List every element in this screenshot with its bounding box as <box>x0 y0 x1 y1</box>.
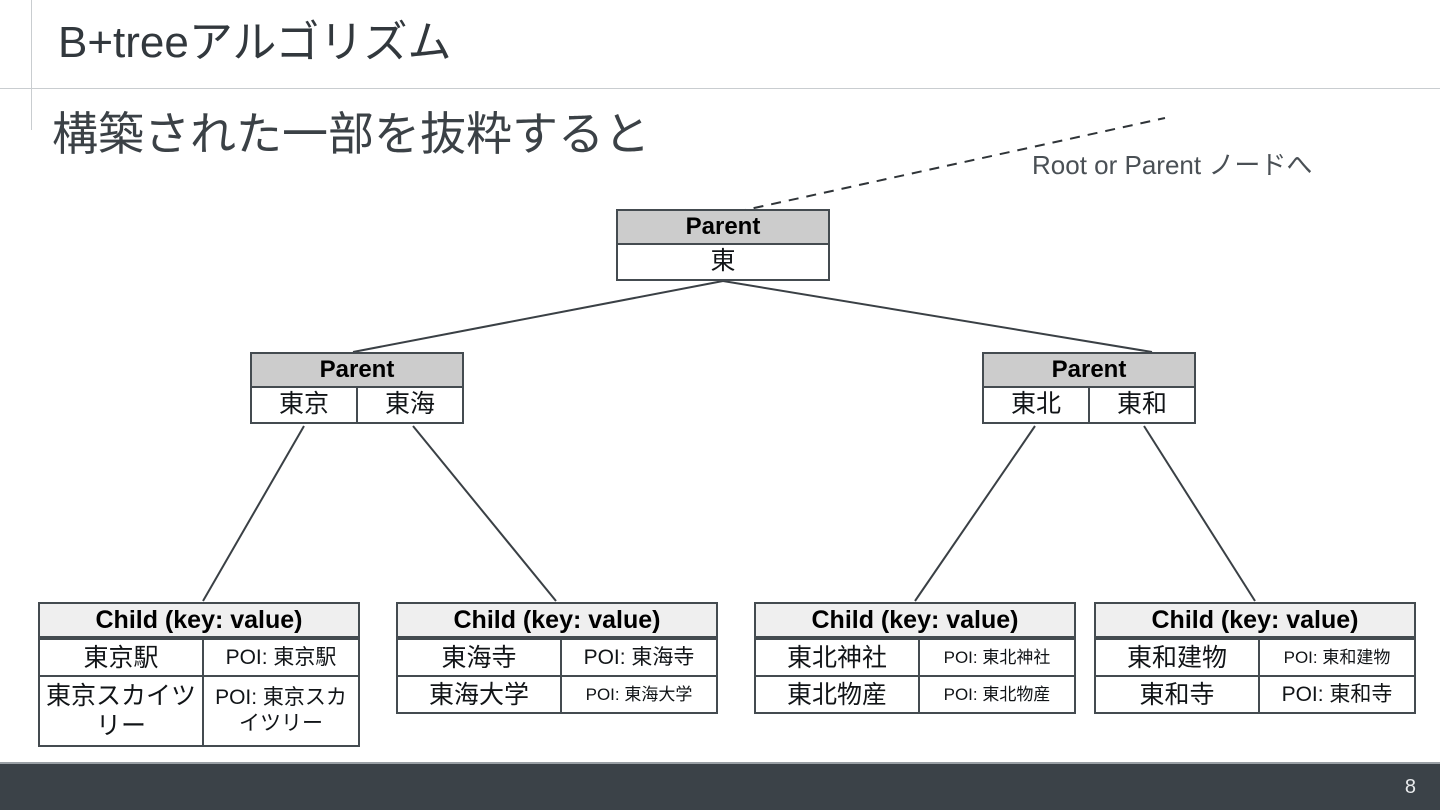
leaf-key-cell[interactable]: 東海大学 <box>428 680 529 709</box>
leaf-row[interactable]: 東京スカイツリー POI: 東京スカイツリー <box>40 675 358 745</box>
header-vertical-rule <box>31 0 32 130</box>
node-header: Child (key: value) <box>398 604 716 638</box>
link-internal1-leaf1 <box>202 425 305 602</box>
node-key-cell[interactable]: 東北 <box>984 388 1088 422</box>
page-subtitle: 構築された一部を抜粋すると <box>52 108 650 160</box>
leaf-row[interactable]: 東和寺 POI: 東和寺 <box>1096 675 1414 712</box>
leaf-key-cell[interactable]: 東和寺 <box>1139 680 1215 709</box>
leaf-row[interactable]: 東北神社 POI: 東北神社 <box>756 638 1074 675</box>
node-key-row: 東北 東和 <box>984 388 1194 422</box>
link-internal2-leaf4 <box>1143 425 1256 602</box>
leaf-row[interactable]: 東海大学 POI: 東海大学 <box>398 675 716 712</box>
link-root-right <box>722 280 1153 353</box>
footer-top-line <box>0 762 1440 764</box>
page-number: 8 <box>1404 776 1416 798</box>
leaf-key-cell[interactable]: 東北神社 <box>786 643 887 672</box>
node-key-cell[interactable]: 東海 <box>356 388 462 422</box>
node-key-cell[interactable]: 東京 <box>252 388 356 422</box>
leaf-value-cell[interactable]: POI: 東北神社 <box>918 640 1074 675</box>
node-header: Child (key: value) <box>40 604 358 638</box>
link-internal2-leaf3 <box>914 425 1036 602</box>
tree-leaf-node-2[interactable]: Child (key: value) 東海寺 POI: 東海寺 東海大学 POI… <box>396 602 718 714</box>
leaf-value-cell[interactable]: POI: 東海寺 <box>560 640 716 675</box>
tree-leaf-node-4[interactable]: Child (key: value) 東和建物 POI: 東和建物 東和寺 PO… <box>1094 602 1416 714</box>
leaf-key-cell[interactable]: 東京スカイツリー <box>45 682 196 740</box>
node-key-cell[interactable]: 東和 <box>1088 388 1194 422</box>
node-key-cell[interactable]: 東 <box>618 245 828 279</box>
tree-node-root[interactable]: Parent 東 <box>616 209 830 281</box>
tree-leaf-node-1[interactable]: Child (key: value) 東京駅 POI: 東京駅 東京スカイツリー… <box>38 602 360 747</box>
leaf-row[interactable]: 東北物産 POI: 東北物産 <box>756 675 1074 712</box>
header-divider-line <box>0 88 1440 89</box>
link-root-left <box>352 280 724 353</box>
tree-leaf-node-3[interactable]: Child (key: value) 東北神社 POI: 東北神社 東北物産 P… <box>754 602 1076 714</box>
node-header: Child (key: value) <box>1096 604 1414 638</box>
leaf-row[interactable]: 東海寺 POI: 東海寺 <box>398 638 716 675</box>
tree-node-internal-left[interactable]: Parent 東京 東海 <box>250 352 464 424</box>
node-header: Parent <box>984 354 1194 388</box>
leaf-key-cell[interactable]: 東和建物 <box>1126 643 1227 672</box>
tree-node-internal-right[interactable]: Parent 東北 東和 <box>982 352 1196 424</box>
leaf-key-cell[interactable]: 東京駅 <box>83 643 159 672</box>
leaf-value-cell[interactable]: POI: 東北物産 <box>918 677 1074 712</box>
leaf-value-cell[interactable]: POI: 東海大学 <box>560 677 716 712</box>
leaf-value-cell[interactable]: POI: 東和寺 <box>1258 677 1414 712</box>
node-key-row: 東京 東海 <box>252 388 462 422</box>
leaf-key-cell[interactable]: 東海寺 <box>441 643 517 672</box>
leaf-row[interactable]: 東和建物 POI: 東和建物 <box>1096 638 1414 675</box>
page-title: B+treeアルゴリズム <box>58 18 452 67</box>
leaf-value-cell[interactable]: POI: 東京駅 <box>202 640 358 675</box>
node-key-row: 東 <box>618 245 828 279</box>
node-header: Parent <box>618 211 828 245</box>
footer-bar <box>0 762 1440 810</box>
leaf-value-cell[interactable]: POI: 東京スカイツリー <box>202 677 358 745</box>
link-internal1-leaf2 <box>412 425 557 602</box>
callout-label: Root or Parent ノードへ <box>1032 150 1313 180</box>
leaf-key-cell[interactable]: 東北物産 <box>786 680 887 709</box>
node-header: Parent <box>252 354 462 388</box>
leaf-row[interactable]: 東京駅 POI: 東京駅 <box>40 638 358 675</box>
node-header: Child (key: value) <box>756 604 1074 638</box>
leaf-value-cell[interactable]: POI: 東和建物 <box>1258 640 1414 675</box>
